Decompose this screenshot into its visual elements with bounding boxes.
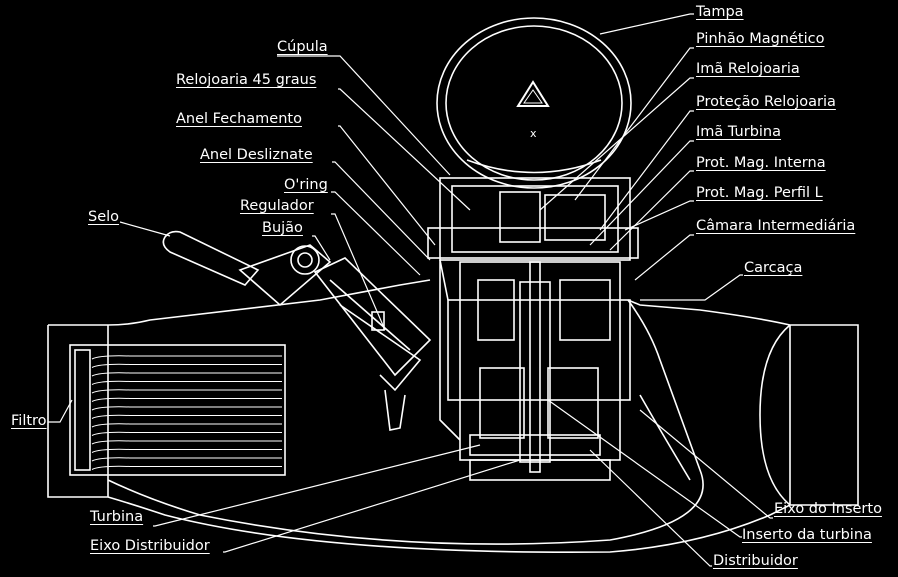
label-ima-relojoaria: Imã Relojoaria [696, 61, 800, 77]
label-distribuidor: Distribuidor [713, 553, 798, 569]
seal-regulator-plug [162, 230, 432, 431]
label-prot-mag-perfil-l: Prot. Mag. Perfil L [696, 185, 823, 201]
central-module [427, 177, 639, 481]
label-oring: O'ring [284, 177, 328, 193]
housing-body [47, 279, 859, 553]
cover-dome [436, 17, 632, 189]
label-filtro: Filtro [11, 413, 47, 429]
label-bujao: Bujão [262, 220, 303, 236]
label-anel-deslizante: Anel Desliznate [200, 147, 313, 163]
label-cupula: Cúpula [277, 39, 328, 55]
label-inserto-da-turbina: Inserto da turbina [742, 527, 872, 543]
label-ima-turbina: Imã Turbina [696, 124, 782, 140]
filter-cylinder [69, 344, 286, 476]
label-regulador: Regulador [240, 198, 314, 214]
label-turbina: Turbina [90, 509, 144, 525]
label-tampa: Tampa [696, 4, 744, 20]
label-pinhao-magnetico: Pinhão Magnético [696, 31, 825, 47]
label-selo: Selo [88, 209, 120, 225]
label-anel-fechamento: Anel Fechamento [176, 111, 302, 127]
cover-x-mark: x [530, 127, 537, 140]
label-camara-intermediaria: Câmara Intermediária [696, 218, 856, 234]
label-carcaca: Carcaça [744, 260, 803, 276]
label-protecao-relojoaria: Proteção Relojoaria [696, 94, 836, 110]
label-relojoaria-45: Relojoaria 45 graus [176, 72, 317, 88]
label-prot-mag-interna: Prot. Mag. Interna [696, 155, 826, 171]
recycle-triangle-icon [516, 80, 550, 107]
label-eixo-distribuidor: Eixo Distribuidor [90, 538, 210, 554]
label-eixo-do-inserto: Eixo do Inserto [774, 501, 882, 517]
leader-lines [48, 13, 773, 567]
